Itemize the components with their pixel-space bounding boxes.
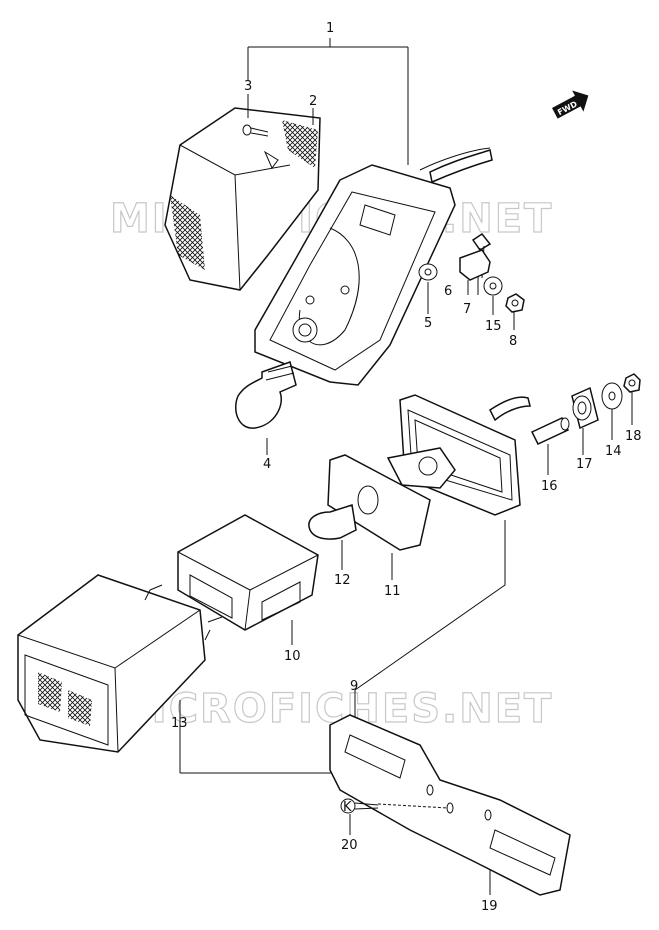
part-label-12: 12 [334, 573, 351, 588]
part-label-5: 5 [424, 316, 432, 331]
part-label-14: 14 [605, 444, 622, 459]
part-labels: 1 2 3 4 5 6 7 15 8 16 17 14 18 12 11 10 … [171, 21, 642, 914]
part-label-11: 11 [384, 584, 401, 599]
part-label-10: 10 [284, 649, 301, 664]
lens-screw [242, 124, 269, 137]
part-label-3: 3 [244, 79, 252, 94]
part-label-1: 1 [326, 21, 334, 36]
nut-part-8 [505, 293, 525, 313]
part-label-13: 13 [171, 716, 188, 731]
washer-part-5 [418, 263, 438, 281]
part-label-17: 17 [576, 457, 593, 472]
part-label-19: 19 [481, 899, 498, 914]
collar-part-7 [459, 249, 491, 281]
license-bracket-part-19 [329, 714, 571, 896]
lamp-housing [254, 147, 493, 386]
lamp-lens [164, 107, 321, 291]
part-label-7: 7 [463, 302, 471, 317]
part-label-20: 20 [341, 838, 358, 853]
bulb-part-12 [308, 504, 357, 540]
part-label-16: 16 [541, 479, 558, 494]
part-label-6: 6 [444, 284, 452, 299]
lens-cover-part-10 [177, 514, 319, 631]
lens-housing-part-13 [17, 574, 223, 753]
part-label-8: 8 [509, 334, 517, 349]
part-label-18: 18 [625, 429, 642, 444]
grommet-part-17 [571, 386, 599, 430]
part-label-9: 9 [350, 679, 358, 694]
part-label-4: 4 [263, 457, 271, 472]
callout-leaders [247, 94, 633, 895]
leader-bracket-1 [247, 38, 409, 165]
screw-part-20: K [340, 798, 449, 815]
screw-marking: K [343, 800, 352, 815]
part-label-2: 2 [309, 94, 317, 109]
socket-part-11 [327, 447, 456, 551]
part-label-15: 15 [485, 319, 502, 334]
spacer-part-16 [530, 417, 570, 445]
washer-part-15 [483, 276, 503, 296]
lamp-bulb [234, 361, 297, 429]
nut-part-18 [623, 373, 641, 393]
forward-arrow-icon: FWD [552, 90, 589, 119]
washer-part-14 [601, 382, 623, 410]
